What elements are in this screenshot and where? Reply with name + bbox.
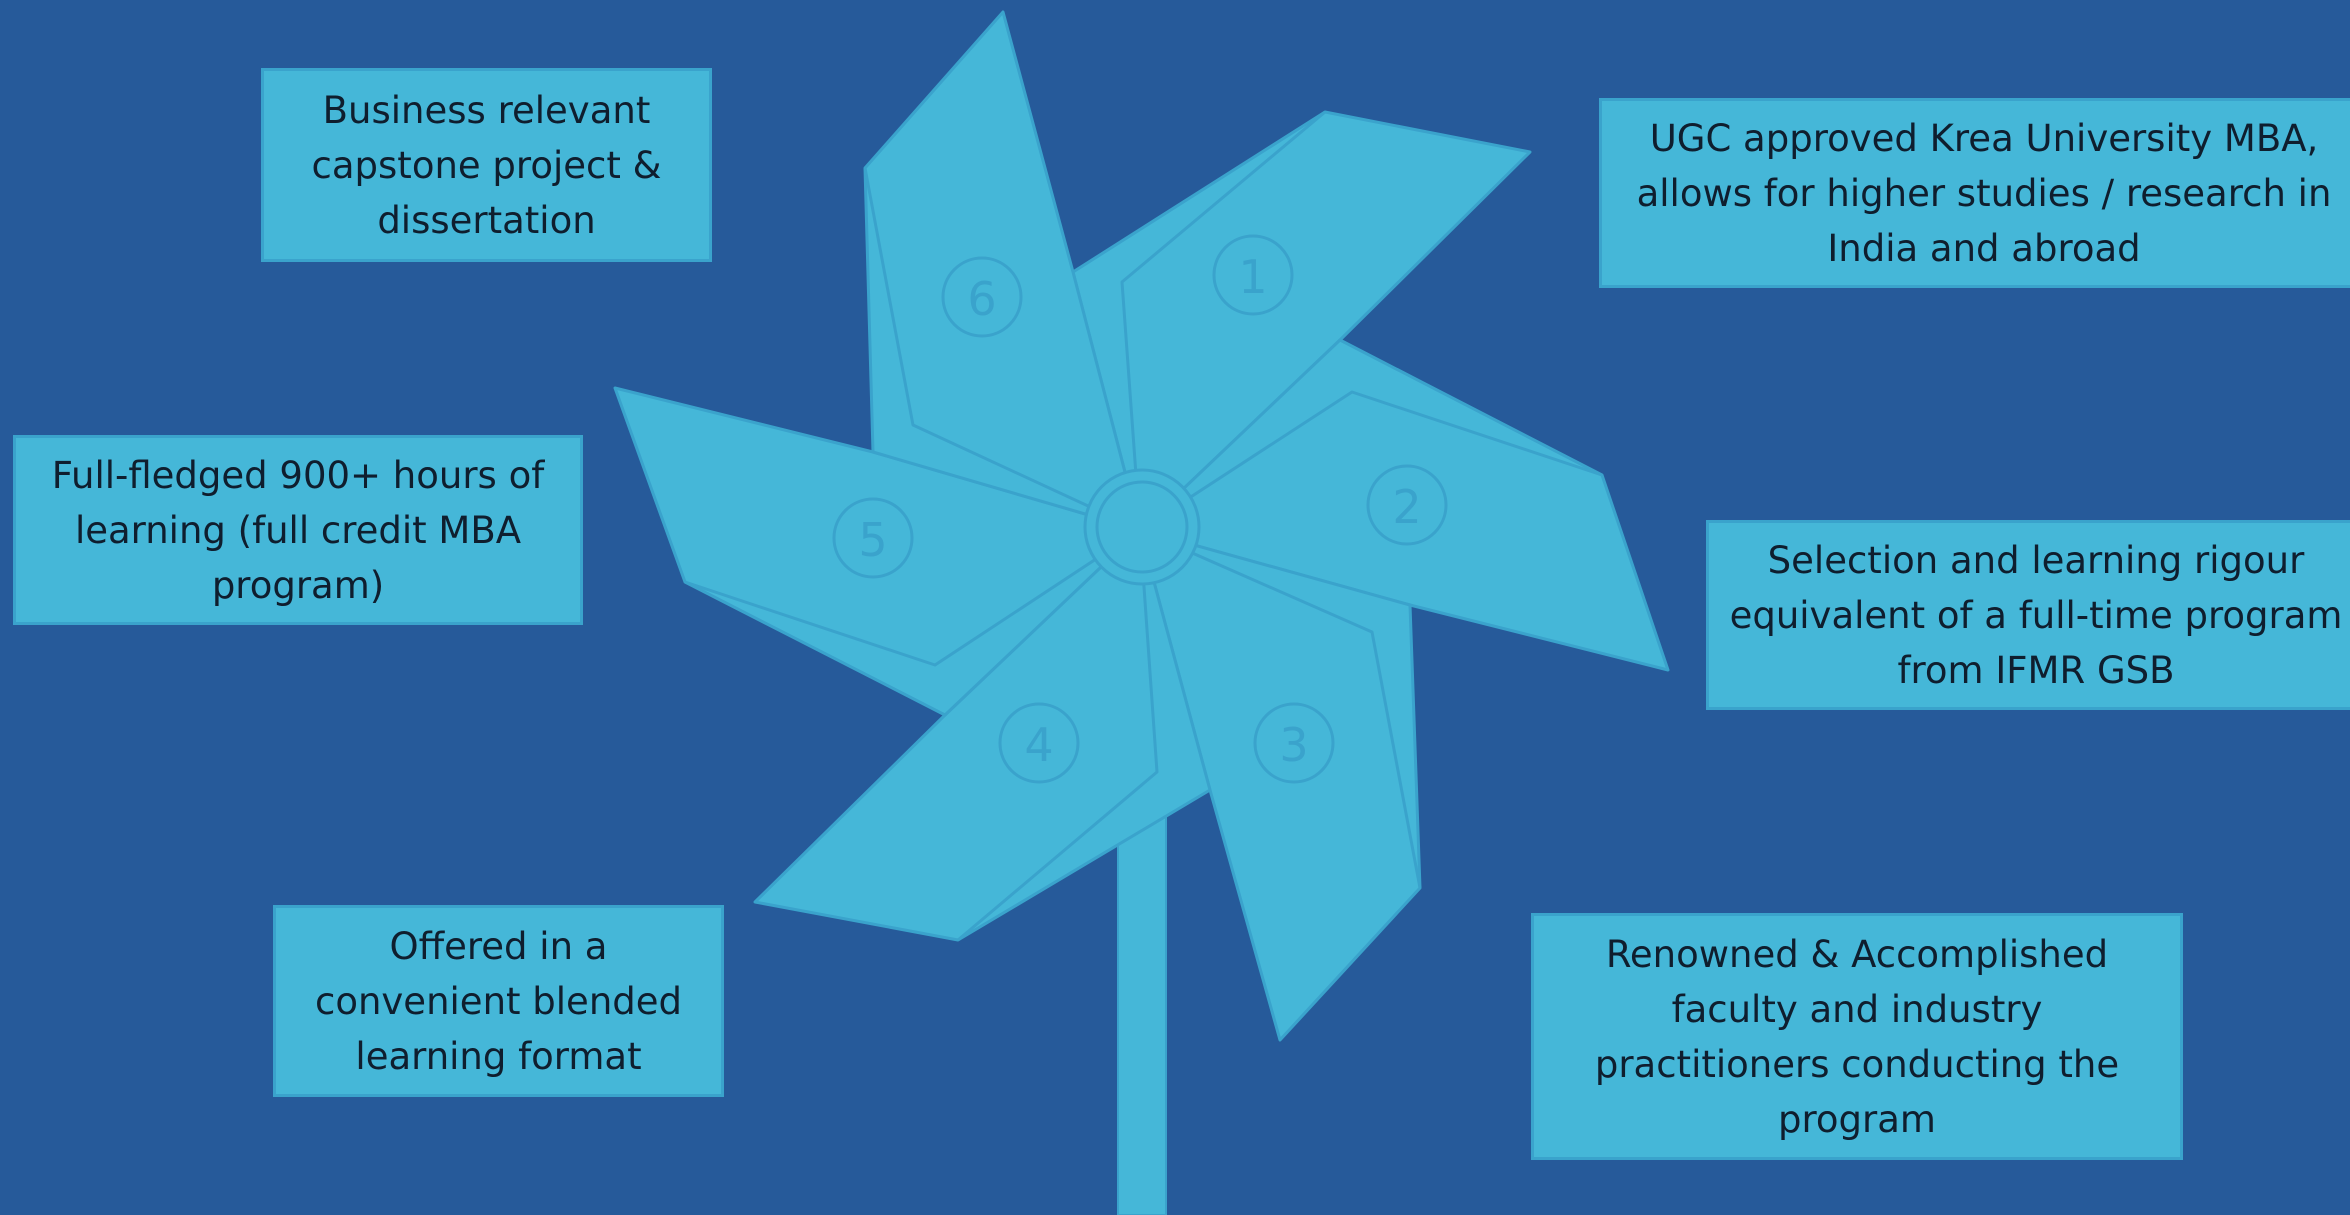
blade-6-number: 6	[967, 272, 996, 326]
blade-2-number: 2	[1392, 480, 1421, 534]
feature-box-3: Renowned & Accomplished faculty and indu…	[1531, 913, 2183, 1160]
blade-4-fold	[957, 529, 1159, 942]
pinwheel-stick	[1117, 799, 1167, 1215]
feature-box-2: Selection and learning rigour equivalent…	[1706, 520, 2350, 710]
blade-6	[863, 10, 1142, 532]
blade-6-number-circle	[941, 256, 1023, 338]
feature-box-5: Full-fledged 900+ hours of learning (ful…	[13, 435, 583, 625]
blade-5-number: 5	[858, 513, 887, 567]
blade-6-fold	[863, 167, 1141, 532]
blade-3-number-circle	[1253, 702, 1335, 784]
blade-3-fold	[1139, 528, 1422, 889]
blade-5-number-circle	[832, 497, 914, 579]
feature-text-1: UGC approved Krea University MBA, allows…	[1636, 116, 2332, 270]
feature-text-3: Renowned & Accomplished faculty and indu…	[1594, 932, 2120, 1141]
feature-box-6: Business relevant capstone project & dis…	[261, 68, 712, 262]
blade-4-number: 4	[1024, 718, 1053, 772]
blade-2-number-circle	[1366, 464, 1448, 546]
blade-1-number: 1	[1238, 250, 1267, 304]
feature-text-2: Selection and learning rigour equivalent…	[1729, 538, 2343, 692]
feature-text-6: Business relevant capstone project & dis…	[311, 88, 662, 242]
blade-4-number-circle	[998, 702, 1080, 784]
blade-2-fold	[1139, 390, 1603, 532]
feature-box-1: UGC approved Krea University MBA, allows…	[1599, 98, 2350, 288]
feature-text-5: Full-fledged 900+ hours of learning (ful…	[51, 453, 545, 607]
blade-5-fold	[684, 528, 1141, 667]
blade-1-number-circle	[1212, 234, 1294, 316]
feature-text-4: Offered in a convenient blended learning…	[314, 924, 683, 1078]
feature-box-4: Offered in a convenient blended learning…	[273, 905, 724, 1097]
pinwheel-hub-inner	[1095, 480, 1189, 574]
blade-1-fold	[1120, 110, 1326, 531]
blade-3-number: 3	[1279, 718, 1308, 772]
